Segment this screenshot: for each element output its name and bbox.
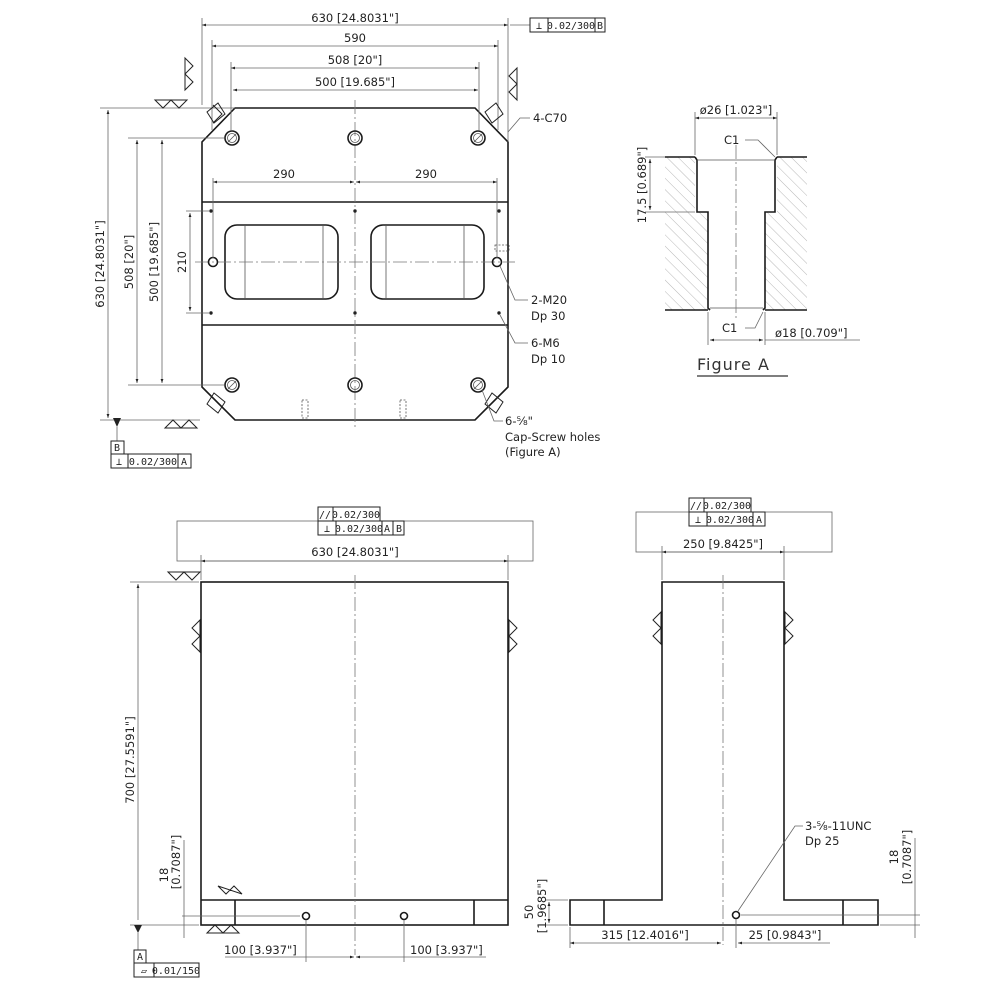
svg-text:Dp 30: Dp 30 bbox=[531, 309, 565, 323]
tapped-hole-icon bbox=[731, 910, 741, 920]
svg-text:Cap-Screw holes: Cap-Screw holes bbox=[505, 430, 600, 444]
svg-text:⊥: ⊥ bbox=[324, 524, 330, 535]
svg-text:100 [3.937"]: 100 [3.937"] bbox=[224, 943, 297, 957]
surface-finish-icon bbox=[652, 610, 794, 646]
svg-text:[1.9685"]: [1.9685"] bbox=[535, 879, 549, 934]
svg-text:0.02/300: 0.02/300 bbox=[335, 524, 383, 535]
svg-text:Dp 25: Dp 25 bbox=[805, 834, 839, 848]
dim-counterbore-dia: ø26 [1.023"] bbox=[700, 103, 773, 117]
svg-text:630 [24.8031"]: 630 [24.8031"] bbox=[93, 220, 107, 307]
svg-text:25 [0.9843"]: 25 [0.9843"] bbox=[749, 928, 822, 942]
svg-text://: // bbox=[690, 501, 702, 512]
svg-text:315 [12.4016"]: 315 [12.4016"] bbox=[601, 928, 688, 942]
fcf-top-perpendicularity: ⊥ 0.02/300 B bbox=[529, 17, 606, 33]
svg-text:(Figure A): (Figure A) bbox=[505, 445, 561, 459]
svg-text:2-M20: 2-M20 bbox=[531, 293, 567, 307]
svg-text:630 [24.8031"]: 630 [24.8031"] bbox=[311, 545, 398, 559]
svg-text:0.02/300: 0.02/300 bbox=[332, 510, 380, 521]
svg-text:250 [9.8425"]: 250 [9.8425"] bbox=[683, 537, 763, 551]
svg-text:0.02/300: 0.02/300 bbox=[706, 515, 754, 526]
svg-text:500 [19.685"]: 500 [19.685"] bbox=[147, 222, 161, 302]
front-view: // 0.02/300 ⊥ 0.02/300 A B 630 [24.8031"… bbox=[123, 506, 534, 978]
svg-text:A: A bbox=[756, 515, 762, 526]
svg-text:508 [20"]: 508 [20"] bbox=[328, 53, 383, 67]
svg-text:Dp 10: Dp 10 bbox=[531, 352, 565, 366]
svg-text:A: A bbox=[181, 457, 187, 468]
svg-text:⊥: ⊥ bbox=[695, 515, 701, 526]
fcf-front: // 0.02/300 ⊥ 0.02/300 A B bbox=[317, 506, 405, 536]
top-view-outline bbox=[201, 107, 509, 421]
svg-text:[0.7087"]: [0.7087"] bbox=[900, 830, 914, 885]
tapped-hole-icon bbox=[301, 911, 311, 921]
svg-text:⊥: ⊥ bbox=[116, 457, 122, 468]
svg-text:290: 290 bbox=[415, 167, 437, 181]
svg-text:500 [19.685"]: 500 [19.685"] bbox=[315, 75, 395, 89]
svg-text:508 [20"]: 508 [20"] bbox=[122, 235, 136, 290]
svg-text:B: B bbox=[396, 524, 402, 535]
datum-b-frame: B ⊥ 0.02/300 A bbox=[110, 440, 192, 469]
surface-finish-icon bbox=[153, 56, 518, 429]
svg-text:290: 290 bbox=[273, 167, 295, 181]
svg-text:A: A bbox=[384, 524, 390, 535]
tapped-hole-icon bbox=[399, 911, 409, 921]
svg-text:100 [3.937"]: 100 [3.937"] bbox=[410, 943, 483, 957]
m6-hole-icon bbox=[209, 209, 501, 315]
svg-text:▱: ▱ bbox=[141, 966, 147, 977]
dim-top-630: 630 [24.8031"] bbox=[311, 11, 398, 25]
svg-text:17.5 [0.689"]: 17.5 [0.689"] bbox=[635, 147, 649, 223]
svg-text:0.02/300: 0.02/300 bbox=[129, 457, 177, 468]
svg-text:590: 590 bbox=[344, 31, 366, 45]
svg-text:A: A bbox=[137, 952, 143, 963]
datum-a-frame: A ▱ 0.01/150 bbox=[133, 949, 200, 978]
svg-text:B: B bbox=[597, 21, 603, 32]
surface-finish-icon bbox=[166, 571, 518, 934]
svg-text:B: B bbox=[114, 443, 120, 454]
figure-a-section: ø26 [1.023"] C1 17.5 [0.689"] C1 ø18 [0.… bbox=[635, 103, 860, 377]
svg-text:⊥: ⊥ bbox=[536, 21, 542, 32]
figure-a-title: Figure A bbox=[697, 355, 770, 374]
svg-text:C1: C1 bbox=[722, 321, 737, 335]
svg-text:700 [27.5591"]: 700 [27.5591"] bbox=[123, 716, 137, 803]
svg-text:0.02/300: 0.02/300 bbox=[547, 21, 595, 32]
top-view: 630 [24.8031"] 590 508 [20"] 500 [19.685… bbox=[93, 11, 606, 469]
svg-text:50: 50 bbox=[522, 905, 536, 920]
svg-text:0.01/150: 0.01/150 bbox=[152, 966, 200, 977]
svg-text:[0.7087"]: [0.7087"] bbox=[169, 835, 183, 890]
svg-text:6-M6: 6-M6 bbox=[531, 336, 560, 350]
svg-text:C1: C1 bbox=[724, 133, 739, 147]
side-view: // 0.02/300 ⊥ 0.02/300 A 250 [9.8425"] 5… bbox=[522, 497, 920, 948]
svg-text://: // bbox=[319, 510, 331, 521]
svg-text:210: 210 bbox=[175, 251, 189, 273]
svg-text:18: 18 bbox=[887, 850, 901, 865]
svg-text:6-⅝": 6-⅝" bbox=[505, 414, 533, 428]
callout-chamfer: 4-C70 bbox=[533, 111, 567, 125]
svg-text:18: 18 bbox=[157, 868, 171, 883]
svg-text:0.02/300: 0.02/300 bbox=[703, 501, 751, 512]
cap-screw-hole-icon bbox=[224, 130, 486, 393]
svg-text:3-⅝-11UNC: 3-⅝-11UNC bbox=[805, 819, 871, 833]
svg-text:ø18 [0.709"]: ø18 [0.709"] bbox=[775, 326, 848, 340]
fcf-side: // 0.02/300 ⊥ 0.02/300 A bbox=[688, 497, 766, 527]
